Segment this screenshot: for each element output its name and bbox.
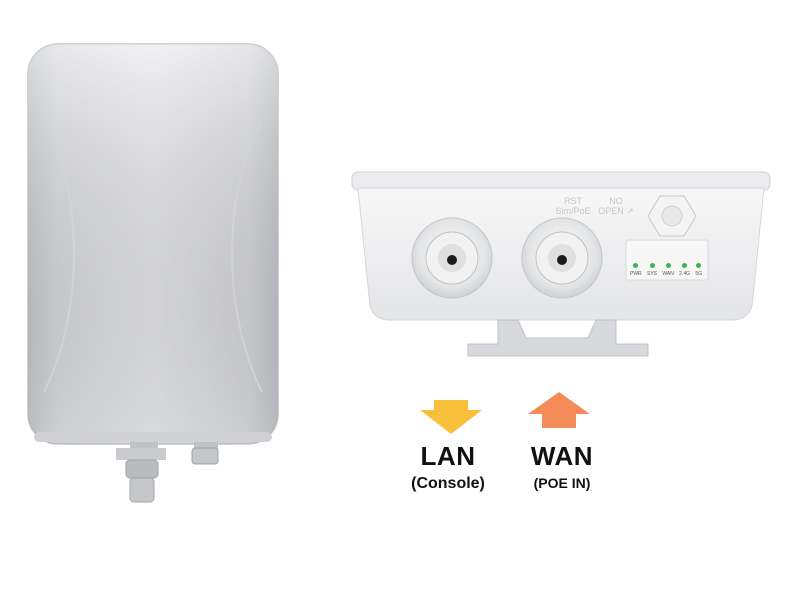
simpoe-label: Sim/PoE: [555, 206, 591, 216]
device-bottom-image: [351, 171, 771, 357]
vent-label-group: NO OPEN ↗: [596, 196, 636, 216]
wan-port-gland: [521, 217, 603, 299]
device-bottom-view: [348, 168, 774, 364]
down-arrow-icon: [420, 400, 482, 434]
rst-label: RST: [564, 196, 582, 206]
led-5g: 5G: [695, 263, 702, 277]
open-label: OPEN ↗: [598, 206, 634, 216]
lan-port-gland: [411, 217, 493, 299]
led-wan: WAN: [662, 263, 674, 277]
vent-cap: [647, 195, 697, 237]
lan-subtitle: (Console): [411, 475, 485, 492]
led-dot-icon: [665, 263, 671, 268]
port-label-group: RST Sim/PoE: [553, 196, 593, 216]
led-dot-icon: [633, 263, 639, 268]
up-arrow-icon: [528, 392, 590, 428]
led-24g: 2.4G: [679, 263, 690, 277]
led-indicators: PWR SYS WAN 2.4G 5G: [630, 263, 702, 277]
wan-subtitle: (POE IN): [533, 475, 591, 491]
device-front-view: [24, 42, 282, 450]
wan-title: WAN: [530, 441, 594, 471]
no-label: NO: [609, 196, 623, 206]
front-cable-glands: [116, 447, 219, 503]
led-dot-icon: [649, 263, 655, 268]
led-dot-icon: [682, 263, 688, 268]
led-sys: SYS: [647, 263, 657, 277]
led-pwr: PWR: [630, 263, 642, 277]
lan-title: LAN: [420, 441, 476, 471]
device-front-image: [27, 43, 279, 450]
led-dot-icon: [696, 263, 702, 268]
open-arrow-icon: ↗: [626, 206, 634, 216]
